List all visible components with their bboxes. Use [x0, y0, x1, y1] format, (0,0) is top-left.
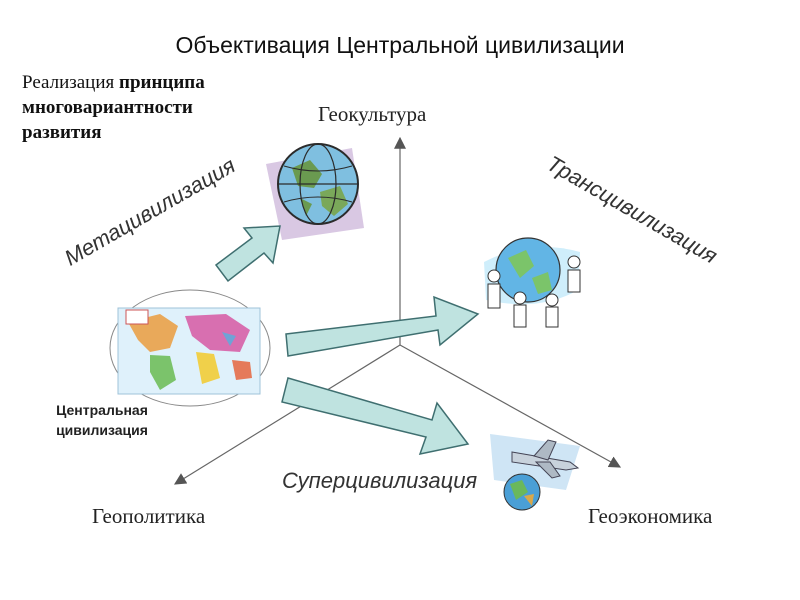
subtitle-line3: развития — [22, 122, 102, 143]
central-line2: цивилизация — [56, 422, 148, 438]
world-map-image — [117, 307, 261, 395]
central-civilization-label: Центральная цивилизация — [42, 400, 162, 440]
axis-label-geopolitics: Геополитика — [92, 504, 206, 528]
central-ellipse — [109, 289, 271, 407]
arrow-to-supercivilization — [281, 377, 470, 456]
label-supercivilization: Суперцивилизация — [282, 468, 478, 493]
page-title: Объективация Центральной цивилизации — [175, 32, 625, 58]
subtitle-block: Реализация принципа многовариантности ра… — [22, 70, 205, 145]
subtitle-line2: многовариантности — [22, 97, 193, 118]
axis-geoeconomics — [399, 344, 622, 468]
people-around-globe-clipart — [484, 237, 581, 328]
subtitle-line1-plain: Реализация — [22, 72, 119, 93]
central-line1: Центральная — [56, 402, 148, 418]
axis-label-geoculture: Геокультура — [318, 102, 427, 126]
subtitle-line1-bold: принципа — [119, 72, 205, 93]
globe-clipart — [266, 143, 364, 240]
arrow-to-metacivilization — [214, 225, 281, 283]
airplane-globe-clipart — [490, 434, 580, 511]
arrow-to-transcivilization — [285, 295, 480, 357]
axis-geopolitics — [173, 344, 401, 485]
axis-label-geoeconomics: Геоэкономика — [588, 504, 713, 528]
